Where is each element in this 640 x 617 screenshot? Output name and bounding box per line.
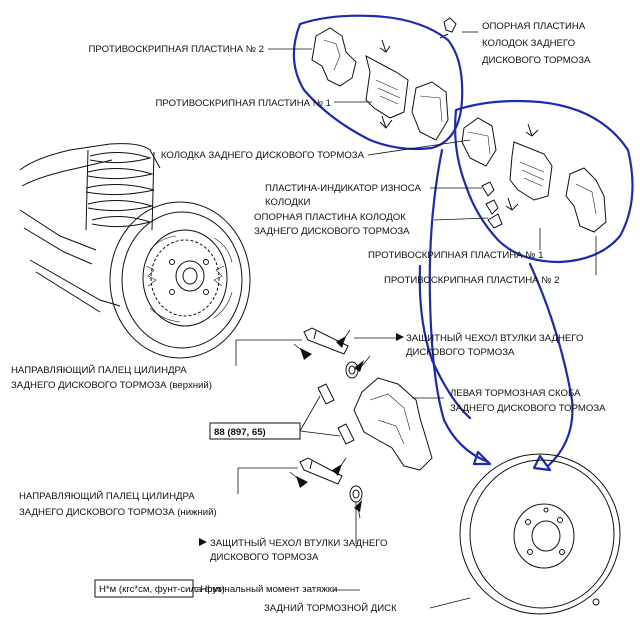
label-line: ЗАЩИТНЫЙ ЧЕХОЛ ВТУЛКИ ЗАДНЕГО: [210, 537, 387, 549]
leader-lines: [235, 31, 597, 609]
caliper-bracket: [353, 377, 433, 471]
label-brake-pad: КОЛОДКА ЗАДНЕГО ДИСКОВОГО ТОРМОЗА: [161, 150, 365, 161]
annotation-loops: [292, 14, 634, 472]
black-arrow-icon: [293, 343, 312, 360]
label-antisqueal-shim-2-right: ПРОТИВОСКРИПНАЯ ПЛАСТИНА № 2: [384, 275, 560, 286]
brake-disc: [459, 453, 621, 615]
label-line: КОЛОДОК ЗАДНЕГО: [482, 38, 575, 49]
label-boot-top: ЗАЩИТНЫЙ ЧЕХОЛ ВТУЛКИ ЗАДНЕГО ДИСКОВОГО …: [396, 332, 583, 358]
label-disc: ЗАДНИЙ ТОРМОЗНОЙ ДИСК: [264, 602, 397, 614]
outer-shim-2: [565, 167, 607, 233]
arrow-icon: [379, 115, 393, 129]
label-line: КОЛОДКИ: [265, 197, 310, 208]
label-line: ОПОРНАЯ ПЛАСТИНА: [482, 21, 586, 32]
label-line: ОПОРНАЯ ПЛАСТИНА КОЛОДОК: [254, 212, 406, 223]
label-caliper: ЛЕВАЯ ТОРМОЗНАЯ СКОБА ЗАДНЕГО ДИСКОВОГО …: [450, 388, 606, 414]
label-antisqueal-shim-1-top: ПРОТИВОСКРИПНАЯ ПЛАСТИНА № 1: [155, 98, 331, 109]
backing-plate: [109, 201, 251, 359]
outer-brake-pad: [461, 117, 497, 167]
torque-value: 88 (897, 65): [214, 427, 266, 438]
legend-box-text: Н*м (кгс*см, фунт-сила-фут): [99, 584, 225, 595]
label-antisqueal-shim-2-top: ПРОТИВОСКРИПНАЯ ПЛАСТИНА № 2: [88, 44, 264, 55]
label-wear-indicator: ПЛАСТИНА-ИНДИКАТОР ИЗНОСА КОЛОДКИ: [265, 183, 421, 208]
label-line: ЗАДНЕГО ДИСКОВОГО ТОРМОЗА: [254, 226, 410, 237]
black-arrow-icon: [354, 355, 371, 372]
black-arrow-icon: [354, 500, 362, 519]
label-text: КОЛОДКА ЗАДНЕГО ДИСКОВОГО ТОРМОЗА: [161, 150, 365, 161]
label-guide-pin-lower: НАПРАВЛЯЮЩИЙ ПАЛЕЦ ЦИЛИНДРА ЗАДНЕГО ДИСК…: [19, 490, 217, 518]
label-line: НАПРАВЛЯЮЩИЙ ПАЛЕЦ ЦИЛИНДРА: [11, 364, 187, 376]
inner-shim-1: [365, 39, 409, 119]
coil-spring: [85, 149, 155, 231]
label-text: ЗАДНИЙ ТОРМОЗНОЙ ДИСК: [264, 602, 397, 614]
black-arrow-icon: [332, 457, 347, 476]
label-line: ПЛАСТИНА-ИНДИКАТОР ИЗНОСА: [265, 183, 421, 194]
caliper-bolt-lower: [337, 423, 355, 445]
label-support-plate: ОПОРНАЯ ПЛАСТИНА КОЛОДОК ЗАДНЕГО ДИСКОВО…: [482, 21, 591, 66]
label-text: ПРОТИВОСКРИПНАЯ ПЛАСТИНА № 1: [155, 98, 331, 109]
caliper-bolt-upper: [317, 383, 335, 405]
label-line: ЗАДНЕГО ДИСКОВОГО ТОРМОЗА (верхний): [11, 380, 212, 391]
inner-shim-2: [311, 27, 357, 87]
label-antisqueal-shim-1-right: ПРОТИВОСКРИПНАЯ ПЛАСТИНА № 1: [368, 250, 544, 261]
label-guide-pin-upper: НАПРАВЛЯЮЩИЙ ПАЛЕЦ ЦИЛИНДРА ЗАДНЕГО ДИСК…: [11, 364, 212, 391]
label-line: ЗАДНЕГО ДИСКОВОГО ТОРМОЗА (нижний): [19, 507, 217, 518]
label-line: ЗАЩИТНЫЙ ЧЕХОЛ ВТУЛКИ ЗАДНЕГО: [406, 332, 583, 344]
label-boot-bottom: ЗАЩИТНЫЙ ЧЕХОЛ ВТУЛКИ ЗАДНЕГО ДИСКОВОГО …: [199, 537, 387, 563]
torque-spec: 88 (897, 65): [209, 422, 301, 440]
suspension-assembly: [19, 143, 251, 359]
torque-legend: Н*м (кгс*см, фунт-сила-фут) : Номинальны…: [94, 579, 337, 598]
guide-pin-lower: [299, 457, 343, 485]
label-line: ЛЕВАЯ ТОРМОЗНАЯ СКОБА: [450, 388, 581, 399]
label-text: ПРОТИВОСКРИПНАЯ ПЛАСТИНА № 2: [384, 275, 560, 286]
label-line: НАПРАВЛЯЮЩИЙ ПАЛЕЦ ЦИЛИНДРА: [19, 490, 195, 502]
boot-upper: [345, 361, 359, 379]
outer-shim-1: [509, 123, 553, 201]
wear-indicator-clip: [481, 181, 503, 229]
arrow-icon: [505, 197, 519, 211]
label-line: ДИСКОВОГО ТОРМОЗА: [406, 347, 515, 358]
guide-pin-upper: [303, 327, 349, 355]
boot-lower: [349, 485, 363, 503]
legend-text: : Номинальный момент затяжки: [195, 584, 337, 595]
label-text: ПРОТИВОСКРИПНАЯ ПЛАСТИНА № 1: [368, 250, 544, 261]
black-arrow-icon: [289, 471, 308, 488]
label-line: ДИСКОВОГО ТОРМОЗА: [482, 55, 591, 66]
inner-brake-pad: [411, 81, 449, 141]
black-arrow-icon: [336, 329, 351, 348]
label-support-plate-2: ОПОРНАЯ ПЛАСТИНА КОЛОДОК ЗАДНЕГО ДИСКОВО…: [254, 212, 410, 237]
label-line: ЗАДНЕГО ДИСКОВОГО ТОРМОЗА: [450, 403, 606, 414]
label-text: ПРОТИВОСКРИПНАЯ ПЛАСТИНА № 2: [88, 44, 264, 55]
label-line: ДИСКОВОГО ТОРМОЗА: [210, 552, 319, 563]
